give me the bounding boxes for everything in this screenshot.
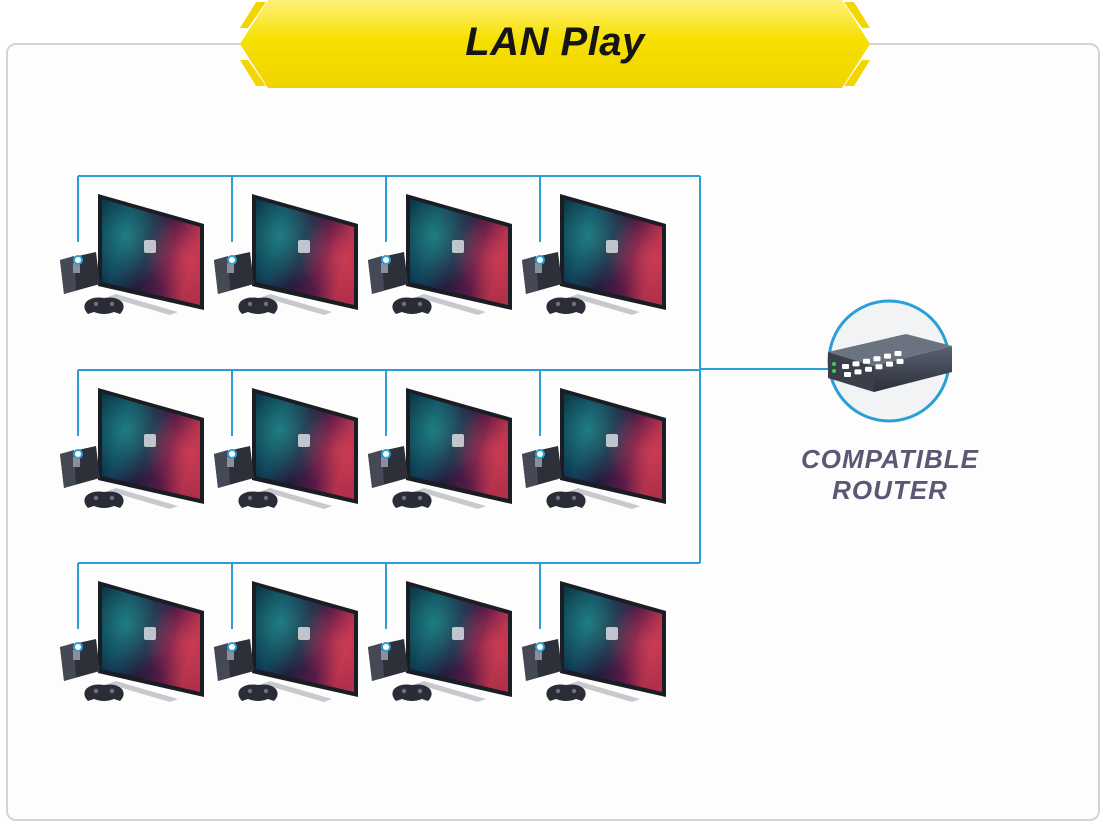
router-port	[875, 364, 883, 370]
router-port	[842, 364, 849, 369]
station	[214, 194, 358, 315]
router-port	[894, 351, 902, 356]
router-port	[852, 361, 860, 367]
tv-icon	[252, 194, 358, 315]
controller-icon	[546, 491, 586, 508]
console-dock-icon	[368, 639, 408, 681]
console-dock-icon	[522, 252, 562, 294]
router-port	[863, 358, 870, 364]
cable-network	[77, 175, 829, 629]
controller-icon	[392, 297, 432, 314]
controller-icon	[546, 297, 586, 314]
router-label-line2: ROUTER	[832, 475, 948, 505]
console-dock-icon	[522, 639, 562, 681]
station	[522, 388, 666, 509]
tv-icon	[252, 581, 358, 702]
console-dock-icon	[60, 446, 100, 488]
tv-icon	[98, 388, 204, 509]
station	[60, 388, 204, 509]
station	[214, 388, 358, 509]
router-port	[896, 359, 904, 364]
banner-accent-right-top	[844, 2, 870, 28]
console-dock-icon	[368, 252, 408, 294]
page-title: LAN Play	[465, 19, 645, 64]
router-port	[884, 353, 891, 359]
controller-icon	[392, 491, 432, 508]
router-label-line1: COMPATIBLE	[800, 444, 980, 474]
title-banner: LAN Play	[240, 0, 870, 88]
router-port	[865, 366, 872, 372]
tv-icon	[406, 388, 512, 509]
router-port	[873, 356, 881, 362]
controller-icon	[84, 491, 124, 508]
console-dock-icon	[522, 446, 562, 488]
controller-icon	[392, 684, 432, 701]
controller-icon	[238, 491, 278, 508]
router-node	[827, 299, 952, 423]
station	[214, 581, 358, 702]
banner-shape	[240, 0, 870, 88]
router-port	[844, 372, 851, 377]
tv-icon	[560, 194, 666, 315]
station	[368, 581, 512, 702]
router-port	[886, 361, 893, 367]
station	[522, 581, 666, 702]
tv-icon	[252, 388, 358, 509]
tv-icon	[406, 194, 512, 315]
tv-icon	[98, 194, 204, 315]
station	[60, 581, 204, 702]
station	[368, 194, 512, 315]
banner-accent-left-top	[240, 2, 266, 28]
console-dock-icon	[214, 252, 254, 294]
station	[522, 194, 666, 315]
station-grid	[60, 194, 666, 702]
controller-icon	[84, 297, 124, 314]
console-dock-icon	[214, 639, 254, 681]
controller-icon	[546, 684, 586, 701]
controller-icon	[238, 684, 278, 701]
station	[368, 388, 512, 509]
router-label: COMPATIBLE ROUTER	[770, 444, 1010, 506]
banner-accent-left-bottom	[240, 60, 266, 86]
tv-icon	[560, 388, 666, 509]
router-port	[854, 369, 862, 375]
tv-icon	[560, 581, 666, 702]
console-dock-icon	[60, 252, 100, 294]
tv-icon	[406, 581, 512, 702]
console-dock-icon	[60, 639, 100, 681]
tv-icon	[98, 581, 204, 702]
station	[60, 194, 204, 315]
controller-icon	[238, 297, 278, 314]
controller-icon	[84, 684, 124, 701]
network-switch-icon	[828, 334, 952, 392]
console-dock-icon	[214, 446, 254, 488]
banner-accent-right-bottom	[844, 60, 870, 86]
console-dock-icon	[368, 446, 408, 488]
